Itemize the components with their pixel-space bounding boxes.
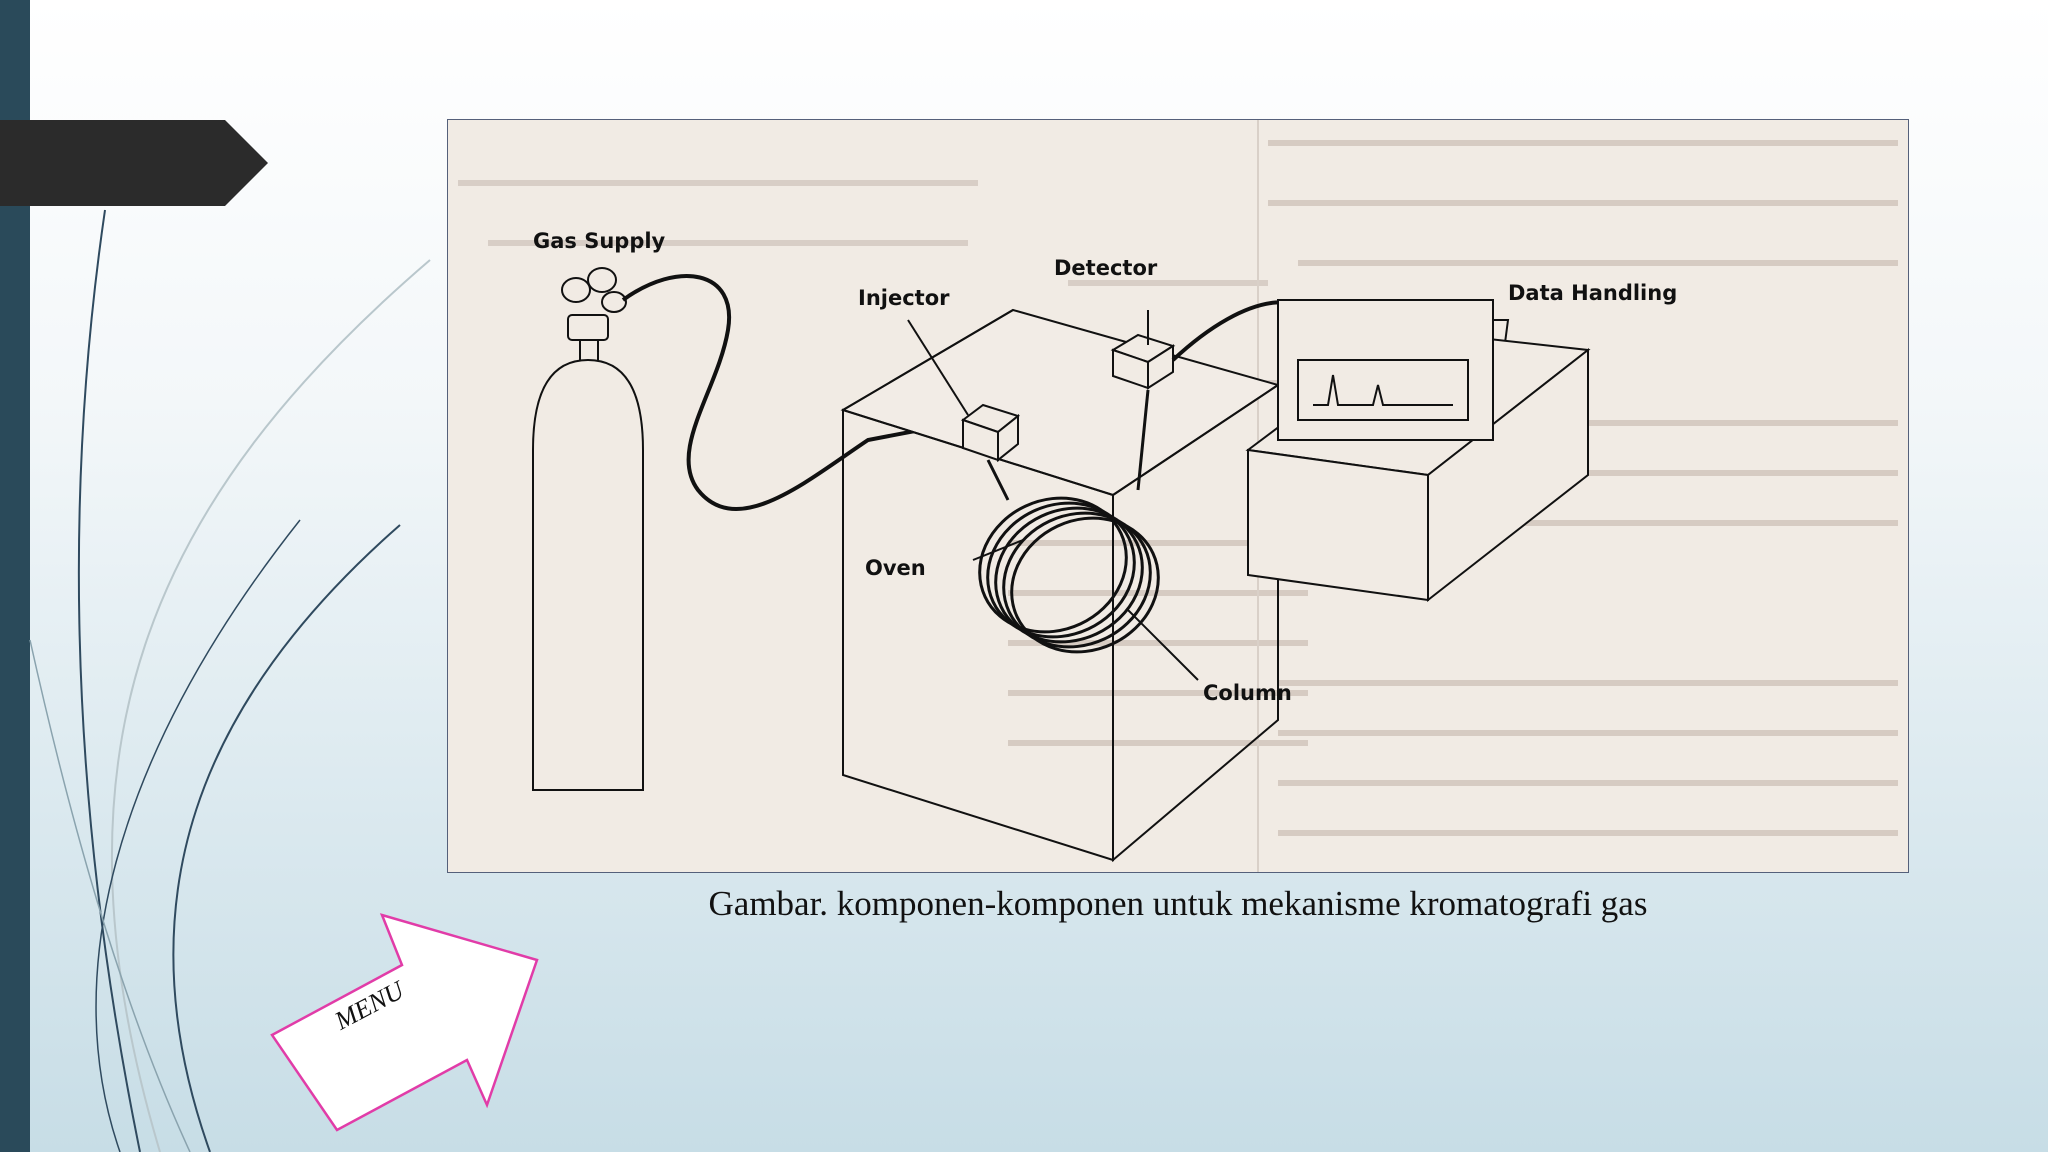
background-page-text [458, 120, 1898, 872]
label-detector: Detector [1054, 256, 1158, 280]
oven-box [840, 308, 1281, 863]
decorative-swoosh-lines [29, 209, 431, 1152]
label-oven: Oven [865, 556, 926, 580]
figure-caption: Gambar. komponen-komponen untuk mekanism… [708, 884, 1648, 923]
leader-lines [907, 310, 1199, 681]
label-injector: Injector [858, 286, 950, 310]
label-gas-supply: Gas Supply [533, 229, 666, 253]
gc-components-figure: Gas Supply Detector Injector Data Handli… [447, 119, 1909, 873]
gas-chromatography-diagram: Gas Supply Detector Injector Data Handli… [458, 120, 1898, 872]
detector-box [1110, 333, 1176, 390]
injector-box [960, 403, 1021, 463]
data-handling-computer [1245, 299, 1591, 603]
menu-arrow-button[interactable] [262, 905, 552, 1140]
label-data-handling: Data Handling [1508, 281, 1677, 305]
gas-cylinder [532, 267, 644, 791]
title-tab-arrow [0, 120, 268, 206]
column-coil [978, 389, 1160, 654]
label-column: Column [1203, 681, 1292, 705]
gas-line [621, 274, 974, 511]
